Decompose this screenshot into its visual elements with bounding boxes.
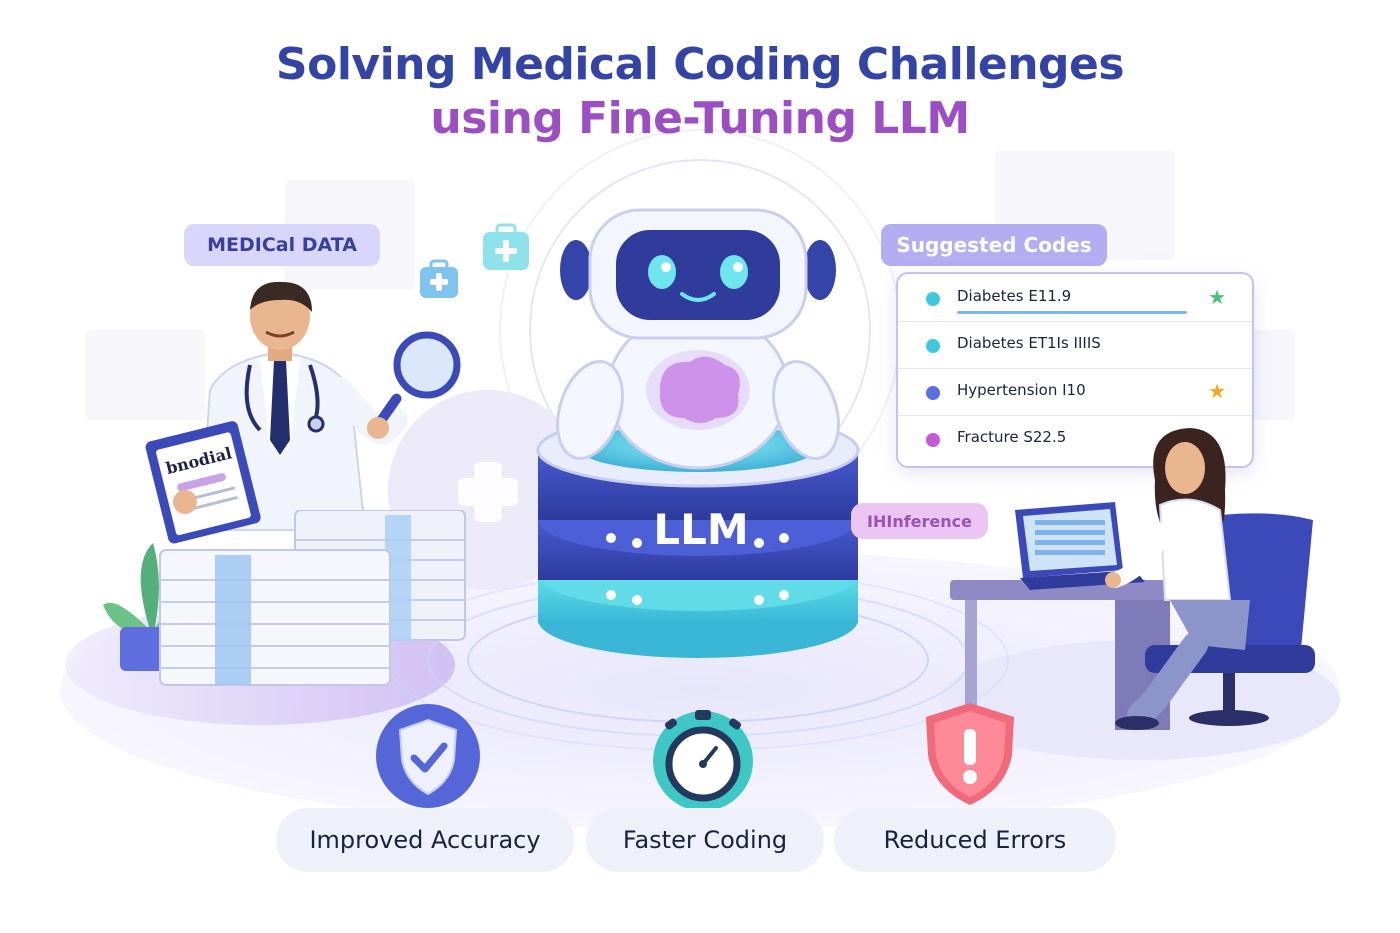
title-line-1: Solving Medical Coding Challenges [275, 39, 1125, 90]
medical-data-label: MEDICal DATA [207, 234, 357, 256]
code-text: Hypertension I10 [957, 381, 1086, 399]
coder-at-desk-illustration [950, 428, 1315, 730]
suggested-codes-panel: Diabetes E11.9 ★ Diabetes ET1Is IIIIS Hy… [896, 272, 1254, 468]
shield-check-icon[interactable] [372, 700, 484, 812]
page-title: Solving Medical Coding Challenges using … [0, 38, 1400, 146]
code-dot [926, 292, 940, 306]
medical-data-tag: MEDICal DATA [184, 224, 380, 266]
title-line-2: using Fine-Tuning LLM [430, 93, 970, 144]
code-dot [926, 339, 940, 353]
benefit-improved-accuracy[interactable]: Improved Accuracy [276, 808, 574, 872]
star-icon: ★ [1208, 379, 1226, 403]
benefit-label: Reduced Errors [883, 826, 1067, 854]
code-row[interactable]: Diabetes ET1Is IIIIS [898, 321, 1252, 369]
doctor-illustration: bnodial [145, 281, 461, 544]
code-row[interactable]: Hypertension I10 ★ [898, 368, 1252, 416]
code-text: Fracture S22.5 [957, 428, 1067, 446]
stopwatch-icon[interactable] [650, 706, 756, 812]
code-row[interactable]: Diabetes E11.9 ★ [898, 274, 1252, 322]
benefit-reduced-errors[interactable]: Reduced Errors [834, 808, 1116, 872]
code-text: Diabetes ET1Is IIIIS [957, 334, 1101, 352]
code-dot [926, 386, 940, 400]
star-icon: ★ [1208, 285, 1226, 309]
suggested-codes-tag: Suggested Codes [881, 224, 1107, 266]
code-underline [957, 311, 1187, 314]
benefit-label: Faster Coding [622, 826, 788, 854]
alert-shield-icon[interactable] [914, 697, 1026, 809]
code-dot [926, 433, 940, 447]
llm-server-label: LLM [653, 505, 749, 554]
benefit-label: Improved Accuracy [309, 826, 541, 854]
llm-robot-illustration [536, 208, 860, 658]
benefit-faster-coding[interactable]: Faster Coding [586, 808, 824, 872]
code-row[interactable]: Fracture S22.5 [898, 415, 1252, 462]
code-text: Diabetes E11.9 [957, 287, 1072, 305]
paper-stacks [159, 510, 466, 686]
suggested-codes-label: Suggested Codes [896, 233, 1092, 257]
medical-kit-icon-small [420, 259, 458, 298]
medical-kit-icon [483, 223, 529, 270]
inference-tag: IHInference [851, 503, 988, 539]
inference-label: IHInference [867, 511, 972, 531]
